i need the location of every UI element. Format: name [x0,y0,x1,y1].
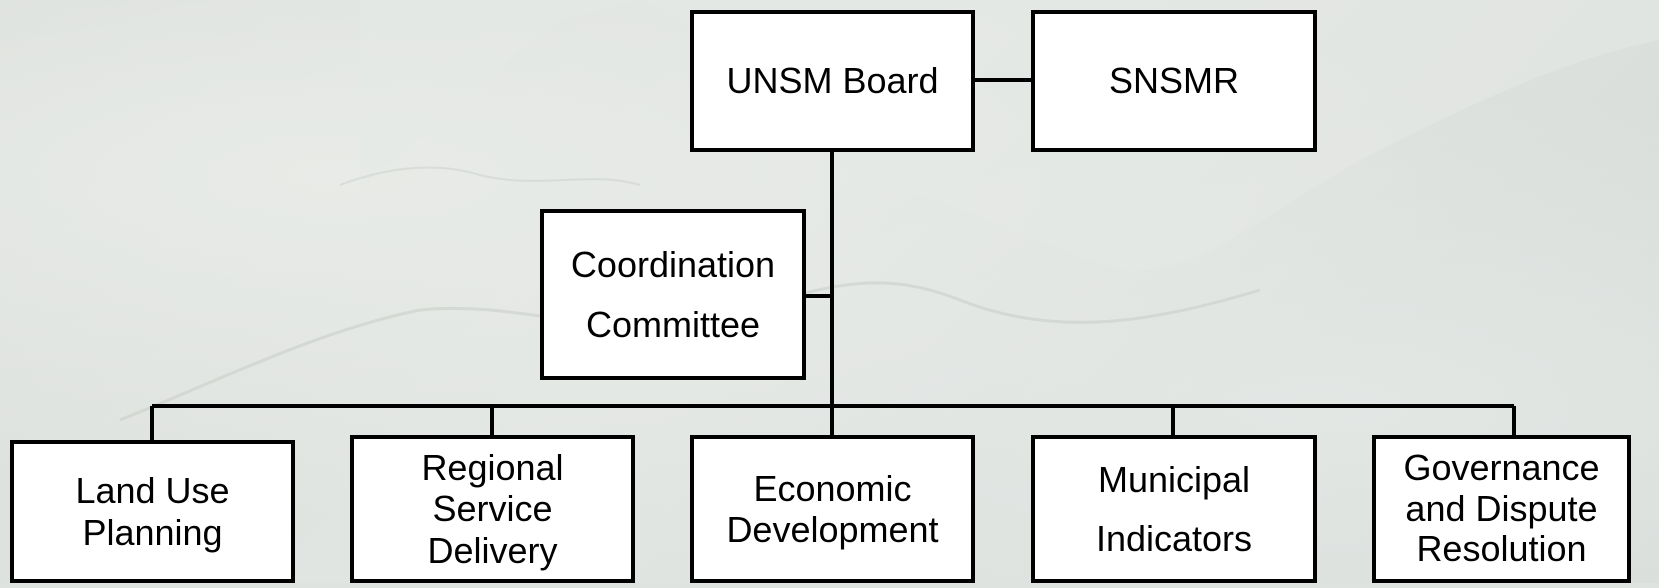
economic-development-box: Economic Development [690,435,975,583]
governance-line1: Governance [1403,446,1600,488]
governance-line2: and Dispute [1405,487,1598,529]
land-use-line2: Planning [82,511,223,553]
regional-service-delivery-box: Regional Service Delivery [350,435,635,583]
unsm-board-label: UNSM Board [726,60,939,102]
economic-line2: Development [726,509,939,550]
coordination-committee-box: Coordination Committee [540,209,806,380]
committee-label-line2: Committee [585,303,761,345]
regional-line3: Delivery [427,529,558,571]
economic-line1: Economic [753,467,912,509]
unsm-board-box: UNSM Board [690,10,975,152]
regional-line2: Service [432,488,553,530]
snsmr-label: SNSMR [1108,60,1239,102]
municipal-line1: Municipal [1097,458,1251,500]
land-use-planning-box: Land Use Planning [10,440,295,583]
regional-line1: Regional [421,446,564,488]
governance-dispute-resolution-box: Governance and Dispute Resolution [1372,435,1631,583]
governance-line3: Resolution [1416,528,1587,570]
municipal-line2: Indicators [1095,518,1253,559]
municipal-indicators-box: Municipal Indicators [1031,435,1317,583]
committee-label-line1: Coordination [570,244,776,286]
land-use-line1: Land Use [75,470,230,512]
snsmr-box: SNSMR [1031,10,1317,152]
